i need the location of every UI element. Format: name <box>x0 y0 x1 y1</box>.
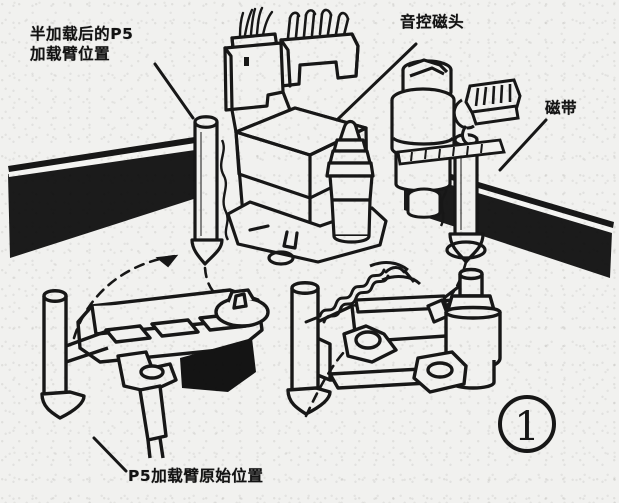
dashed-motion-arc-center[interactable] <box>203 266 220 298</box>
label-half-loaded-line1: 半加载后的P5 <box>30 25 134 43</box>
leader-line-origin <box>92 436 128 473</box>
figure-number-text: 1 <box>514 404 539 450</box>
label-p5-origin-position: P5加载臂原始位置 <box>128 467 264 485</box>
reel-base-knob <box>406 187 442 219</box>
return-coil-spring <box>304 266 406 324</box>
leader-line-tape <box>498 118 548 172</box>
arm-shadow-wedge <box>180 338 256 392</box>
label-audio-control-head: 音控磁头 <box>400 13 465 31</box>
head-lead-wires <box>238 6 274 38</box>
label-half-loaded-arm-position: 半加载后的P5 加载臂位置 <box>30 24 133 64</box>
tape-guide-post-right <box>445 133 487 264</box>
audio-control-head-assembly <box>223 6 388 266</box>
erase-head-block <box>452 78 522 147</box>
leader-line-half-loaded <box>153 62 195 120</box>
tape-edge-wave-left <box>219 139 230 241</box>
magnetic-tape-left-run <box>8 136 203 258</box>
figure-number-circle: 1 <box>498 395 556 453</box>
tape-strip-upper-right <box>396 138 506 166</box>
right-base-foot <box>412 350 468 394</box>
head-pin-comb <box>286 8 350 40</box>
tape-guide-post-lower-left <box>40 289 111 420</box>
tape-guide-post-lower-right <box>286 281 332 416</box>
p5-loading-arm-left <box>76 288 270 459</box>
capstan-shaft <box>325 119 375 244</box>
leader-line-audio-head <box>335 42 418 122</box>
motion-arrow-left <box>155 254 179 268</box>
label-magnetic-tape: 磁带 <box>545 99 578 117</box>
dashed-motion-arc-right[interactable] <box>304 260 468 418</box>
label-half-loaded-line2: 加载臂位置 <box>30 45 111 64</box>
upper-link-hooks <box>369 261 422 286</box>
supply-reel-cylinder <box>390 58 456 193</box>
tape-guide-post-left <box>190 115 224 266</box>
